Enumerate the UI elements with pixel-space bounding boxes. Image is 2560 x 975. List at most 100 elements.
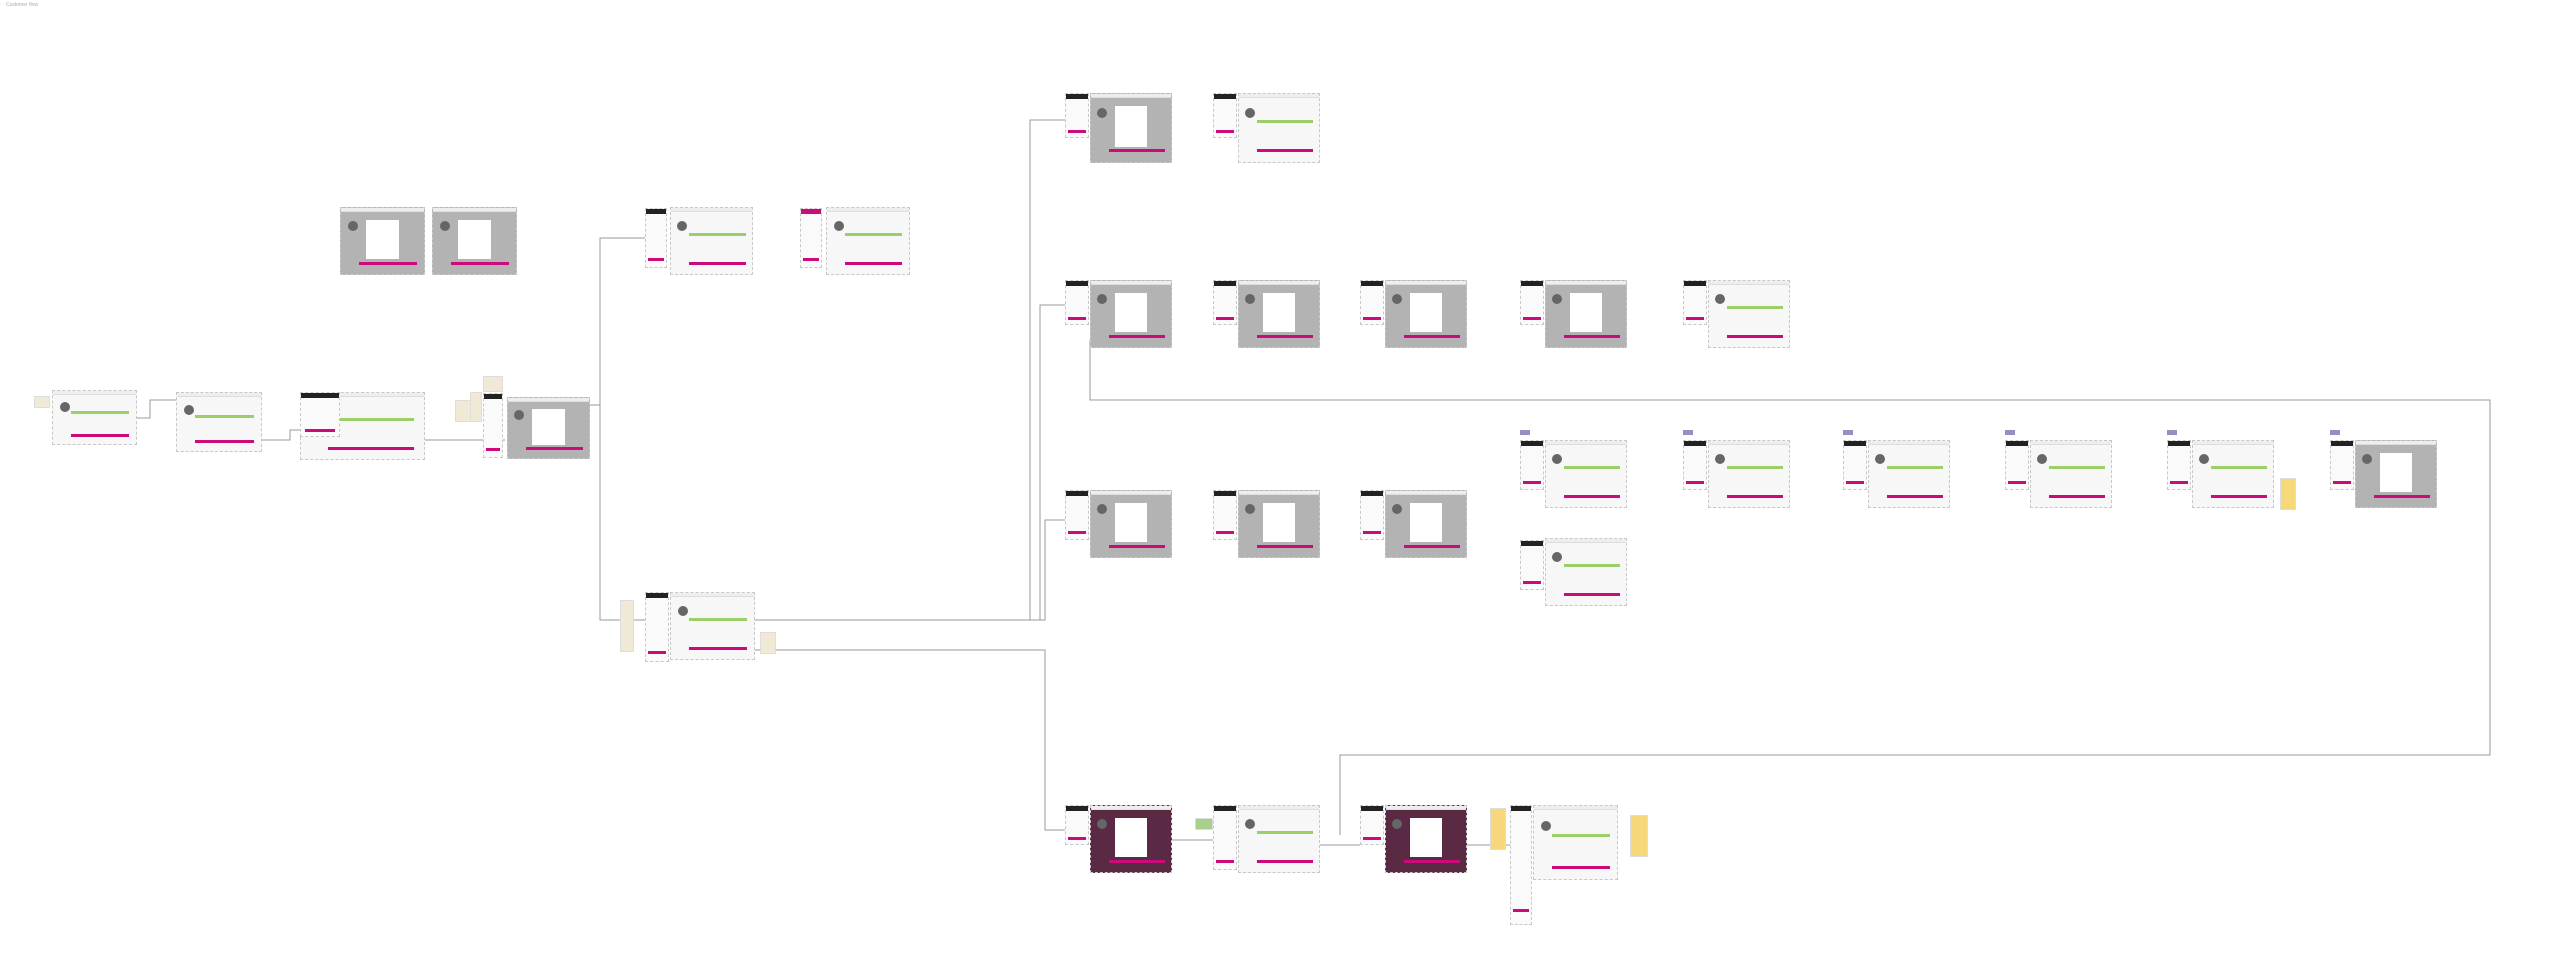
mobile-frame[interactable] [1520, 440, 1544, 490]
screen-frame[interactable] [1533, 805, 1618, 880]
connector-line [755, 649, 1065, 831]
avatar [1245, 819, 1256, 830]
mobile-frame[interactable] [645, 592, 669, 662]
screen-frame[interactable] [826, 207, 910, 275]
mobile-frame[interactable] [1360, 805, 1384, 845]
screen-frame[interactable] [1090, 805, 1172, 873]
modal [532, 408, 565, 445]
cta-button [2048, 494, 2105, 498]
screen-frame[interactable] [1090, 490, 1172, 558]
sticky-note [1195, 818, 1213, 830]
mobile-frame[interactable] [1360, 280, 1384, 325]
success-banner [2048, 466, 2105, 470]
mobile-frame[interactable] [483, 393, 503, 458]
screen-frame[interactable] [670, 592, 755, 660]
mobile-frame[interactable] [1213, 280, 1237, 325]
screen-frame[interactable] [432, 207, 517, 275]
screen-frame[interactable] [1090, 280, 1172, 348]
screen-frame[interactable] [1868, 440, 1950, 508]
screen-frame[interactable] [2355, 440, 2437, 508]
success-banner [1886, 466, 1943, 470]
cta-button [1108, 149, 1165, 153]
browser-bar [1386, 491, 1466, 495]
mobile-frame[interactable] [2330, 440, 2354, 490]
screen-frame[interactable] [2030, 440, 2112, 508]
screen-frame[interactable] [1545, 280, 1627, 348]
screen-frame[interactable] [2192, 440, 2274, 508]
mobile-frame[interactable] [1065, 280, 1089, 325]
modal [1410, 817, 1442, 858]
screen-frame[interactable] [507, 397, 590, 459]
browser-bar [1239, 491, 1319, 495]
browser-bar [1091, 281, 1171, 285]
mobile-frame[interactable] [1683, 280, 1707, 325]
browser-bar [2193, 441, 2273, 445]
browser-bar [1386, 281, 1466, 285]
mobile-frame[interactable] [1213, 93, 1237, 138]
browser-bar [341, 208, 424, 212]
browser-bar [177, 393, 261, 397]
mobile-frame[interactable] [645, 208, 667, 268]
avatar [1097, 819, 1108, 830]
mobile-frame[interactable] [1683, 440, 1707, 490]
mobile-frame[interactable] [1065, 93, 1089, 138]
success-banner [1256, 119, 1313, 123]
cta-button [1403, 334, 1460, 338]
success-banner [1256, 831, 1313, 835]
mobile-frame[interactable] [1213, 490, 1237, 540]
screen-frame[interactable] [1545, 440, 1627, 508]
mobile-frame[interactable] [1843, 440, 1867, 490]
screen-frame[interactable] [1708, 440, 1790, 508]
modal [1570, 292, 1602, 333]
cta-button [1726, 494, 1783, 498]
mobile-header [1214, 281, 1236, 286]
mobile-header [1066, 806, 1088, 811]
avatar [1392, 294, 1403, 305]
mobile-header [646, 209, 666, 214]
screen-frame[interactable] [670, 207, 753, 275]
mobile-frame[interactable] [1360, 490, 1384, 540]
avatar [1552, 294, 1563, 305]
mobile-frame[interactable] [1510, 805, 1532, 925]
screen-frame[interactable] [1385, 490, 1467, 558]
mobile-frame[interactable] [1065, 805, 1089, 845]
cta-button [803, 258, 819, 262]
mobile-frame[interactable] [1213, 805, 1237, 870]
screen-frame[interactable] [1238, 280, 1320, 348]
mobile-header [1684, 281, 1706, 286]
screen-frame[interactable] [1238, 93, 1320, 163]
mobile-frame[interactable] [300, 392, 340, 437]
label-tag [1683, 430, 1693, 435]
mobile-frame[interactable] [1520, 280, 1544, 325]
label-tag [1843, 430, 1853, 435]
screen-frame[interactable] [52, 390, 137, 445]
cta-button [688, 261, 746, 265]
avatar [1245, 107, 1256, 118]
screen-frame[interactable] [1238, 805, 1320, 873]
screen-frame[interactable] [340, 207, 425, 275]
screen-frame[interactable] [176, 392, 262, 452]
mobile-frame[interactable] [1520, 540, 1544, 590]
screen-frame[interactable] [1238, 490, 1320, 558]
modal [1115, 817, 1147, 858]
cta-button [1363, 531, 1381, 535]
mobile-frame[interactable] [800, 208, 822, 268]
modal [365, 219, 400, 260]
screen-frame[interactable] [1545, 538, 1627, 606]
mobile-header [1684, 441, 1706, 446]
success-banner [688, 233, 746, 237]
modal [1263, 502, 1295, 543]
browser-bar [433, 208, 516, 212]
mobile-frame[interactable] [2005, 440, 2029, 490]
browser-bar [1091, 806, 1171, 810]
screen-frame[interactable] [1708, 280, 1790, 348]
screen-frame[interactable] [1385, 280, 1467, 348]
screen-frame[interactable] [1090, 93, 1172, 163]
mobile-frame[interactable] [1065, 490, 1089, 540]
cta-button [195, 439, 255, 443]
mobile-frame[interactable] [2167, 440, 2191, 490]
screen-frame[interactable] [1385, 805, 1467, 873]
avatar [1552, 454, 1563, 465]
cta-button [689, 646, 748, 650]
cta-button [1256, 334, 1313, 338]
